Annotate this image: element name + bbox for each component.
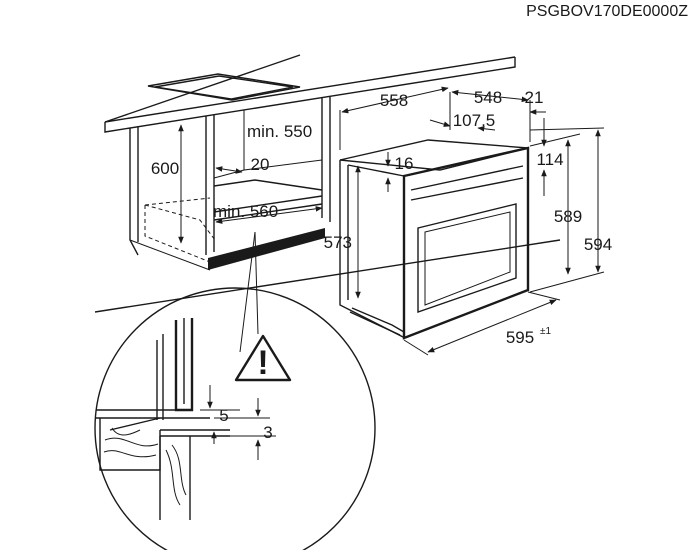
cabinet-illustration: 600 min. 550 20 min. 560: [94, 54, 561, 353]
oven-front-height-label: 589: [554, 207, 582, 226]
oven-depth-body-label: 548: [474, 88, 502, 107]
niche-height-label: 600: [151, 159, 179, 178]
product-code: PSGBOV170DE0000Z: [526, 3, 688, 20]
detail-magnifier: 5 3 !: [94, 287, 376, 550]
hob-outline: [147, 73, 301, 101]
oven-depth-total-label: 558: [380, 91, 408, 110]
oven-width-tolerance: ±1: [540, 326, 551, 337]
oven-top-offset-label: 16: [395, 154, 414, 173]
oven-body-height-label: 573: [324, 233, 352, 252]
oven-panel-offset-label: 114: [536, 150, 563, 169]
oven-rear-step-label: 107,5: [453, 111, 496, 130]
detail-gap-bottom-label: 3: [263, 423, 272, 442]
oven-illustration: 558 548 21 107,5 16 114 573 589 594: [324, 86, 612, 356]
ventilation-slot: [208, 228, 325, 270]
niche-min-depth-label: min. 550: [247, 122, 312, 141]
warning-triangle-icon: [234, 334, 292, 382]
oven-width-label: 595: [506, 328, 534, 347]
niche-offset-label: 20: [251, 155, 270, 174]
detail-gap-top-label: 5: [219, 406, 228, 425]
warning-exclamation: !: [257, 344, 268, 382]
oven-total-height-label: 594: [584, 235, 612, 254]
niche-min-width-label: min. 560: [213, 202, 278, 221]
oven-front-thickness-label: 21: [525, 88, 544, 107]
